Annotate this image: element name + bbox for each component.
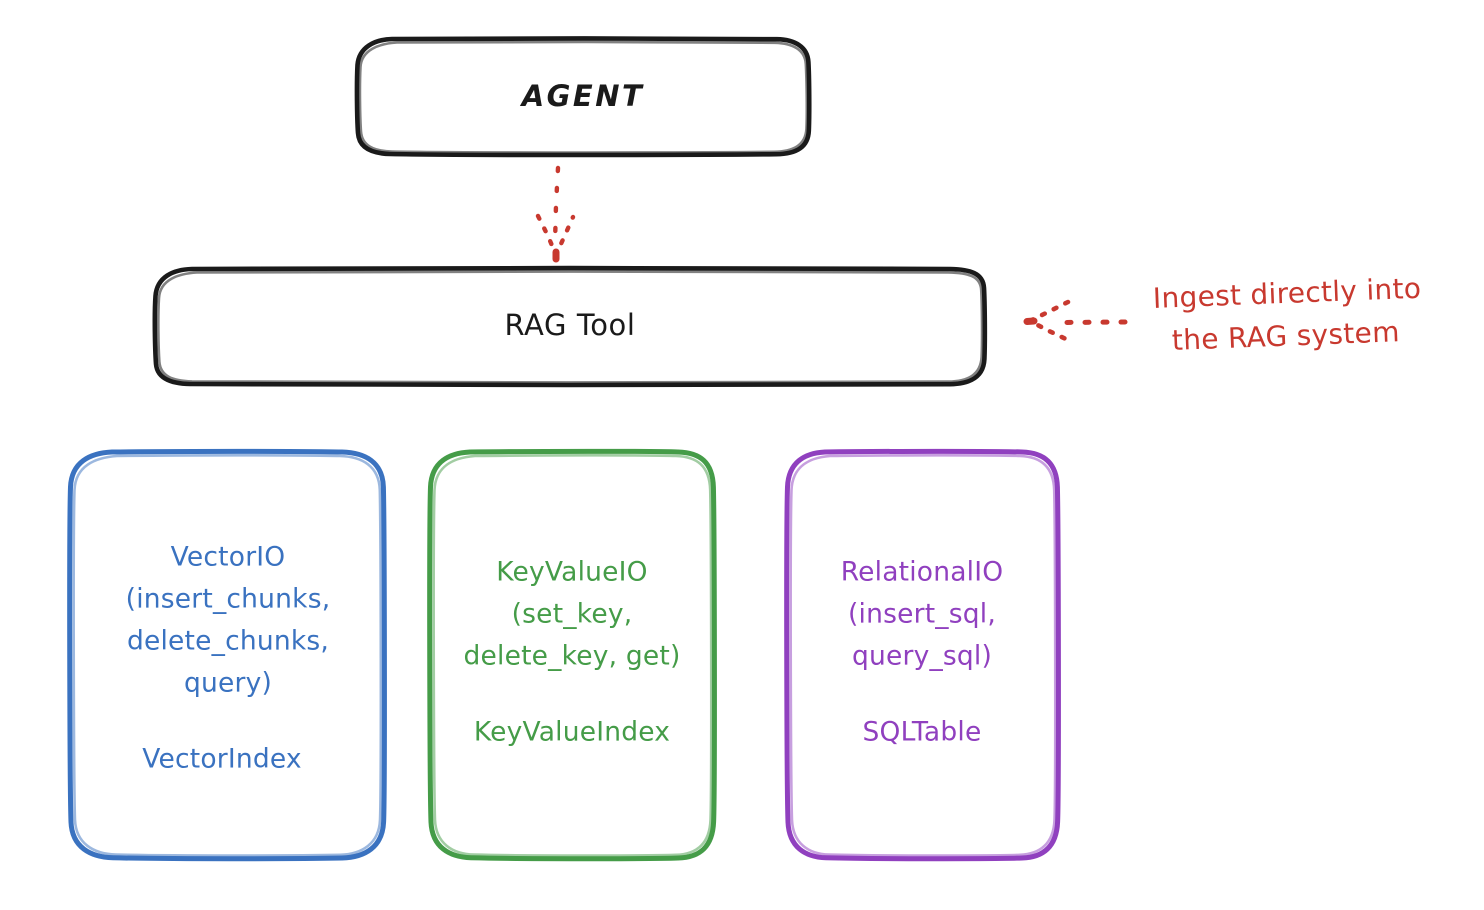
- vector-io-text-block: VectorIO (insert_chunks, delete_chunks, …: [126, 542, 331, 699]
- vector-io-line-1: VectorIO: [171, 542, 286, 573]
- edge-agent-to-rag-tool: [535, 165, 576, 263]
- keyvalue-io-box-outline: [427, 448, 717, 862]
- node-rag-tool[interactable]: RAG Tool: [152, 265, 988, 388]
- relational-io-line-1: RelationalIO: [841, 557, 1004, 588]
- vector-index-label: VectorIndex: [142, 744, 302, 775]
- ingest-arrow-tip: [1023, 317, 1038, 325]
- ingest-dashed-line: [1059, 319, 1128, 325]
- relational-io-text-block: RelationalIO (insert_sql, query_sql): [841, 557, 1004, 672]
- keyvalue-index-label: KeyValueIndex: [474, 717, 670, 748]
- ingest-label-line-2: the RAG system: [1171, 315, 1400, 357]
- node-keyvalue-io[interactable]: KeyValueIO (set_key, delete_key, get) Ke…: [427, 448, 717, 862]
- keyvalue-io-line-1: KeyValueIO: [496, 557, 648, 588]
- vector-io-box-outline-sketch: [72, 454, 383, 857]
- relational-io-line-2: (insert_sql,: [848, 599, 996, 630]
- keyvalue-io-line-3: delete_key, get): [463, 641, 680, 672]
- edge-ingest-arrow: [1023, 299, 1128, 343]
- relational-io-box-outline-sketch: [789, 454, 1057, 857]
- node-agent[interactable]: AGENT: [354, 36, 812, 158]
- relational-io-box-outline: [784, 448, 1061, 862]
- keyvalue-io-box-outline-sketch: [432, 454, 713, 857]
- keyvalue-io-line-2: (set_key,: [512, 599, 633, 630]
- relational-io-line-3: query_sql): [852, 641, 992, 672]
- agent-box-outline-sketch: [358, 40, 809, 154]
- vector-io-line-4: query): [184, 668, 272, 699]
- relational-index-label: SQLTable: [863, 717, 982, 748]
- agent-box-outline: [354, 36, 812, 158]
- vector-io-line-3: delete_chunks,: [127, 626, 329, 657]
- rag-tool-box-outline-sketch: [157, 270, 984, 384]
- keyvalue-io-text-block: KeyValueIO (set_key, delete_key, get): [463, 557, 680, 672]
- annotation-ingest: Ingest directly into the RAG system: [1152, 272, 1421, 357]
- vector-io-box-outline: [67, 448, 387, 862]
- vector-io-line-2: (insert_chunks,: [126, 584, 331, 615]
- rag-tool-box-outline: [152, 265, 988, 388]
- node-relational-io[interactable]: RelationalIO (insert_sql, query_sql) SQL…: [784, 448, 1061, 862]
- agent-label: AGENT: [520, 79, 645, 113]
- ingest-label-line-1: Ingest directly into: [1152, 272, 1421, 315]
- node-vector-io[interactable]: VectorIO (insert_chunks, delete_chunks, …: [67, 448, 387, 862]
- agent-to-rag-dashed-line: [552, 165, 561, 246]
- rag-tool-label: RAG Tool: [504, 308, 635, 342]
